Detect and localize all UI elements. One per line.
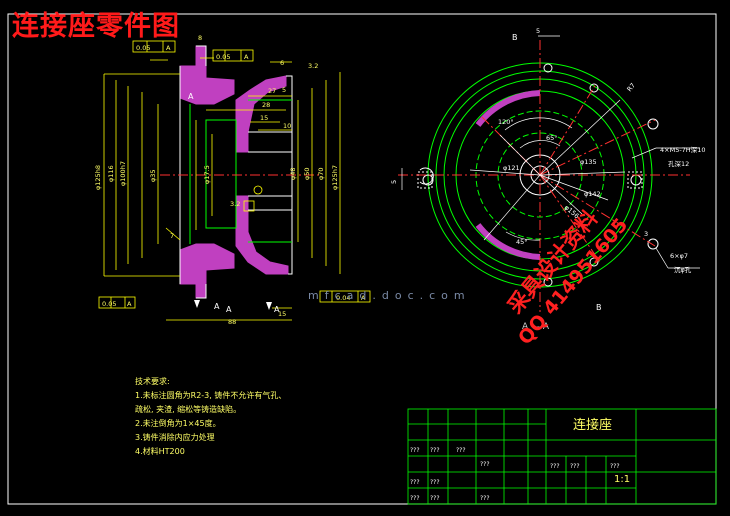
svg-text:0.05: 0.05 xyxy=(136,44,150,52)
view-label-a-top: A xyxy=(188,92,194,101)
svg-text:φ142: φ142 xyxy=(584,190,601,198)
notes-item: 3.铸件消除内应力处理 xyxy=(135,433,215,442)
tb-code: ??? xyxy=(550,463,560,470)
svg-text:4×M5-7H深10: 4×M5-7H深10 xyxy=(660,145,705,154)
svg-text:10: 10 xyxy=(283,122,291,130)
notes-heading: 技术要求: xyxy=(135,377,170,386)
view-label-b-top: B xyxy=(512,33,518,42)
svg-text:15: 15 xyxy=(260,114,268,122)
svg-text:28: 28 xyxy=(262,101,270,109)
tb-code: ??? xyxy=(430,495,440,502)
svg-text:3.2: 3.2 xyxy=(230,200,240,208)
svg-text:孔深12: 孔深12 xyxy=(668,159,689,168)
drawing-border xyxy=(7,13,717,505)
svg-text:φ100h7: φ100h7 xyxy=(119,161,127,186)
svg-text:A: A xyxy=(226,305,232,314)
notes-item: 4.材料HT200 xyxy=(135,447,185,456)
tb-code: ??? xyxy=(570,463,580,470)
svg-text:5: 5 xyxy=(282,86,286,94)
svg-text:A: A xyxy=(244,53,249,61)
technical-notes: 技术要求: 1.未标注圆角为R2-3, 铸件不允许有气孔、 疏松, 夹渣, 缩松… xyxy=(135,375,286,459)
svg-text:φ125h8: φ125h8 xyxy=(94,165,102,190)
section-label: A — A xyxy=(522,322,550,332)
tb-code: ??? xyxy=(456,447,466,454)
svg-text:15: 15 xyxy=(278,310,286,318)
title-block-codes: ??? ??? ??? ??? ??? ??? ??? ??? ??? ??? … xyxy=(410,447,620,502)
svg-text:φ121: φ121 xyxy=(503,164,520,172)
tb-code: ??? xyxy=(430,447,440,454)
tb-code: ??? xyxy=(410,479,420,486)
tb-code: ??? xyxy=(480,461,490,468)
svg-text:A: A xyxy=(361,294,366,302)
svg-text:5: 5 xyxy=(536,27,540,35)
tb-code: ??? xyxy=(410,447,420,454)
svg-text:φ70: φ70 xyxy=(317,167,325,180)
svg-text:A: A xyxy=(127,300,132,308)
flange-view xyxy=(398,35,700,312)
svg-text:A: A xyxy=(166,44,171,52)
tb-code: ??? xyxy=(610,463,620,470)
svg-text:φ125h7: φ125h7 xyxy=(331,165,339,190)
section-view xyxy=(98,40,371,321)
svg-text:0.04: 0.04 xyxy=(336,294,350,302)
section-dim-labels: φ125h8 φ116 φ100h7 φ35 φ17.5 φ48 φ50 φ70… xyxy=(94,34,366,326)
svg-text:φ135: φ135 xyxy=(580,158,597,166)
svg-text:φ17.5: φ17.5 xyxy=(203,165,211,184)
svg-text:R7: R7 xyxy=(625,82,637,94)
title-block xyxy=(407,408,717,505)
svg-text:φ35: φ35 xyxy=(149,169,157,182)
svg-text:6: 6 xyxy=(280,59,284,67)
tb-code: ??? xyxy=(410,495,420,502)
svg-text:7: 7 xyxy=(170,232,174,240)
svg-text:120°: 120° xyxy=(498,118,514,126)
drawing-title: 连接座零件图 xyxy=(12,11,180,42)
view-label-b-bottom: B xyxy=(596,303,602,312)
svg-text:φ50: φ50 xyxy=(303,167,311,180)
svg-text:0.05: 0.05 xyxy=(102,300,116,308)
tb-code: ??? xyxy=(480,495,490,502)
notes-item: 疏松, 夹渣, 缩松等铸造缺陷。 xyxy=(135,405,242,414)
svg-text:45°: 45° xyxy=(516,238,528,246)
svg-text:27: 27 xyxy=(268,87,276,95)
svg-text:3.2: 3.2 xyxy=(308,62,318,70)
svg-text:8: 8 xyxy=(198,34,202,42)
svg-text:沉φ孔: 沉φ孔 xyxy=(674,266,692,274)
part-name: 连接座 xyxy=(573,418,613,433)
svg-text:φ116: φ116 xyxy=(107,165,115,182)
svg-text:88: 88 xyxy=(228,318,236,326)
drawing-scale: 1:1 xyxy=(614,474,631,485)
tb-code: ??? xyxy=(430,479,440,486)
svg-text:6×φ7: 6×φ7 xyxy=(670,252,688,260)
svg-text:0.05: 0.05 xyxy=(216,53,230,61)
svg-text:φ48: φ48 xyxy=(289,167,297,180)
view-label-a-bottom: A xyxy=(214,302,220,311)
notes-item: 2.未注倒角为1×45度。 xyxy=(135,419,221,428)
svg-text:5: 5 xyxy=(390,180,398,184)
svg-text:3: 3 xyxy=(644,230,648,238)
notes-item: 1.未标注圆角为R2-3, 铸件不允许有气孔、 xyxy=(135,391,287,400)
watermark-site: mfcad.doc.com xyxy=(308,289,471,302)
svg-text:A: A xyxy=(274,305,280,314)
svg-text:65°: 65° xyxy=(546,134,558,142)
